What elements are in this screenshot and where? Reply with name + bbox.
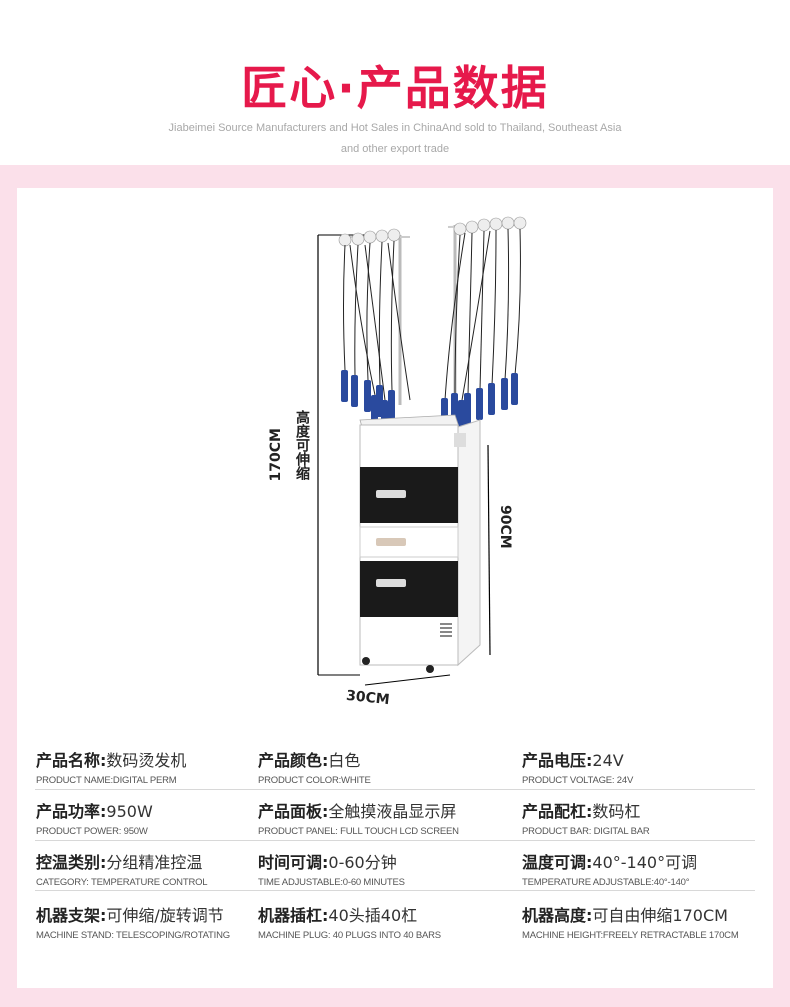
spec-label: 机器支架:: [36, 906, 107, 925]
spec-product-color: 产品颜色:白色 PRODUCT COLOR:WHITE: [258, 747, 371, 786]
page-title: 匠心·产品数据: [241, 61, 549, 115]
spec-value: 950W: [106, 802, 153, 821]
divider: [35, 840, 755, 841]
height-value-label: 170CM: [268, 428, 284, 481]
spec-en: PRODUCT COLOR:WHITE: [258, 775, 371, 786]
spec-value: 数码烫发机: [106, 751, 187, 770]
spec-machine-height: 机器高度:可自由伸缩170CM MACHINE HEIGHT:FREELY RE…: [522, 902, 739, 941]
spec-label: 产品名称:: [36, 751, 107, 770]
spec-label: 产品面板:: [258, 802, 329, 821]
spec-label: 机器高度:: [522, 906, 593, 925]
spec-time-adjustable: 时间可调:0-60分钟 TIME ADJUSTABLE:0-60 MINUTES: [258, 849, 405, 888]
spec-value: 0-60分钟: [328, 853, 397, 872]
spec-label: 温度可调:: [522, 853, 593, 872]
spec-label: 机器插杠:: [258, 906, 329, 925]
spec-en: PRODUCT BAR: DIGITAL BAR: [522, 826, 650, 837]
spec-en: CATEGORY: TEMPERATURE CONTROL: [36, 877, 208, 888]
height-value: 170CM: [268, 428, 284, 482]
spec-value: 24V: [592, 751, 624, 770]
spec-product-panel: 产品面板:全触摸液晶显示屏 PRODUCT PANEL: FULL TOUCH …: [258, 798, 459, 837]
spec-temperature-adjustable: 温度可调:40°-140°可调 TEMPERATURE ADJUSTABLE:4…: [522, 849, 697, 888]
spec-machine-plug: 机器插杠:40头插40杠 MACHINE PLUG: 40 PLUGS INTO…: [258, 902, 441, 941]
spec-en: MACHINE PLUG: 40 PLUGS INTO 40 BARS: [258, 930, 441, 941]
body-height-label: 90CM: [497, 505, 513, 549]
spec-value: 分组精准控温: [106, 853, 203, 872]
spec-value: 40°-140°可调: [592, 853, 698, 872]
spec-value: 可伸缩/旋转调节: [106, 906, 224, 925]
spec-product-voltage: 产品电压:24V PRODUCT VOLTAGE: 24V: [522, 747, 633, 786]
body-height: 90CM: [497, 505, 513, 549]
spec-product-name: 产品名称:数码烫发机 PRODUCT NAME:DIGITAL PERM: [36, 747, 186, 786]
spec-label: 产品颜色:: [258, 751, 329, 770]
spec-en: PRODUCT NAME:DIGITAL PERM: [36, 775, 177, 786]
spec-en: PRODUCT POWER: 950W: [36, 826, 148, 837]
spec-en: TEMPERATURE ADJUSTABLE:40°-140°: [522, 877, 690, 888]
spec-product-power: 产品功率:950W PRODUCT POWER: 950W: [36, 798, 153, 837]
spec-label: 控温类别:: [36, 853, 107, 872]
spec-en: PRODUCT VOLTAGE: 24V: [522, 775, 634, 786]
spec-en: PRODUCT PANEL: FULL TOUCH LCD SCREEN: [258, 826, 459, 837]
page-subtitle: Jiabeimei Source Manufacturers and Hot S…: [168, 122, 622, 155]
divider: [35, 789, 755, 790]
height-cn: 高度可伸缩: [294, 410, 310, 480]
spec-label: 产品功率:: [36, 802, 107, 821]
header: 匠心·产品数据 Jiabeimei Source Manufacturers a…: [0, 0, 790, 165]
spec-value: 40头插40杠: [328, 906, 418, 925]
spec-value: 数码杠: [592, 802, 641, 821]
height-adjustable-label: 高度可伸缩: [292, 410, 312, 480]
spec-en: MACHINE STAND: TELESCOPING/ROTATING: [36, 930, 230, 941]
spec-en: MACHINE HEIGHT:FREELY RETRACTABLE 170CM: [522, 930, 739, 941]
spec-label: 产品配杠:: [522, 802, 593, 821]
spec-product-bar: 产品配杠:数码杠 PRODUCT BAR: DIGITAL BAR: [522, 798, 650, 837]
spec-temperature-category: 控温类别:分组精准控温 CATEGORY: TEMPERATURE CONTRO…: [36, 849, 208, 888]
spec-value: 全触摸液晶显示屏: [328, 802, 457, 821]
spec-value: 白色: [328, 751, 361, 770]
spec-machine-stand: 机器支架:可伸缩/旋转调节 MACHINE STAND: TELESCOPING…: [36, 902, 230, 941]
spec-label: 产品电压:: [522, 751, 593, 770]
divider: [35, 890, 755, 891]
spec-label: 时间可调:: [258, 853, 329, 872]
spec-en: TIME ADJUSTABLE:0-60 MINUTES: [258, 877, 405, 888]
spec-value: 可自由伸缩170CM: [592, 906, 728, 925]
perm-machine-illustration: [317, 216, 527, 686]
